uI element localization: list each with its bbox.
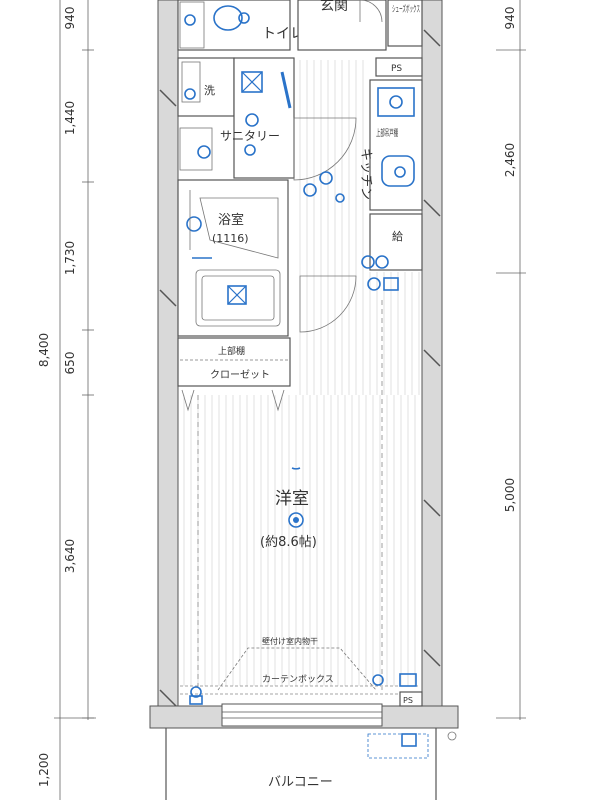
kitchen-label: キッチン xyxy=(358,148,373,200)
ps-top-label: PS xyxy=(391,64,402,74)
ps-bottom-label: PS xyxy=(403,696,413,705)
indoor-dryer xyxy=(180,647,420,705)
laundry-label: 洗 xyxy=(204,84,215,97)
western-room-label: 洋室 xyxy=(275,489,309,509)
ps-bottom-box xyxy=(399,691,423,707)
dim-right-5000: 5,000 xyxy=(503,478,517,512)
balcony-label: バルコニー xyxy=(268,775,333,790)
dim-right-940: 940 xyxy=(503,7,517,30)
entrance-label: 玄関 xyxy=(320,0,348,14)
toilet-label: トイレ xyxy=(262,26,304,42)
kitchen-upper-shelf-label: 上部吊戸棚 xyxy=(376,127,398,139)
laundry-area xyxy=(177,57,235,117)
balcony-window xyxy=(221,703,383,727)
dim-right-2460: 2,460 xyxy=(503,143,517,177)
closet-label: クローゼット xyxy=(210,369,270,381)
ps-top-box xyxy=(375,57,423,77)
bath-label: 浴室 xyxy=(218,212,244,228)
bath-room xyxy=(177,179,289,337)
floor-stripes xyxy=(183,60,420,686)
room-door-swing xyxy=(299,275,357,333)
water-heater-label: 給 xyxy=(392,229,403,243)
balcony xyxy=(165,728,457,800)
indoor-dryer-label: 壁付け室内物干 xyxy=(262,636,318,646)
dim-left-8400: 8,400 xyxy=(37,333,51,367)
toilet-room xyxy=(177,0,291,51)
upper-shelf-label: 上部棚 xyxy=(218,345,245,357)
kitchen-area xyxy=(303,79,423,211)
left-dimension-line xyxy=(54,0,96,800)
dim-left-1730: 1,730 xyxy=(63,241,77,275)
dim-left-1440: 1,440 xyxy=(63,101,77,135)
sanitary-door-swing xyxy=(293,117,357,181)
sanitary-label: サニタリー xyxy=(220,129,280,143)
dim-left-1200: 1,200 xyxy=(37,753,51,787)
bath-size-label: (1116) xyxy=(212,232,249,245)
shoes-box-label: シューズボックス xyxy=(392,3,420,15)
right-dimension-line xyxy=(496,0,526,720)
curtain-box-label: カーテンボックス xyxy=(262,674,334,685)
water-heater-area xyxy=(361,213,423,291)
dim-left-940: 940 xyxy=(63,7,77,30)
shoes-box xyxy=(387,0,423,47)
western-room-size-label: (約8.6帖) xyxy=(260,535,317,550)
dim-left-3640: 3,640 xyxy=(63,539,77,573)
western-room xyxy=(197,300,383,690)
closet xyxy=(177,337,291,412)
dim-left-650: 650 xyxy=(63,352,77,375)
sanitary-room xyxy=(179,57,295,179)
entrance xyxy=(297,0,387,51)
